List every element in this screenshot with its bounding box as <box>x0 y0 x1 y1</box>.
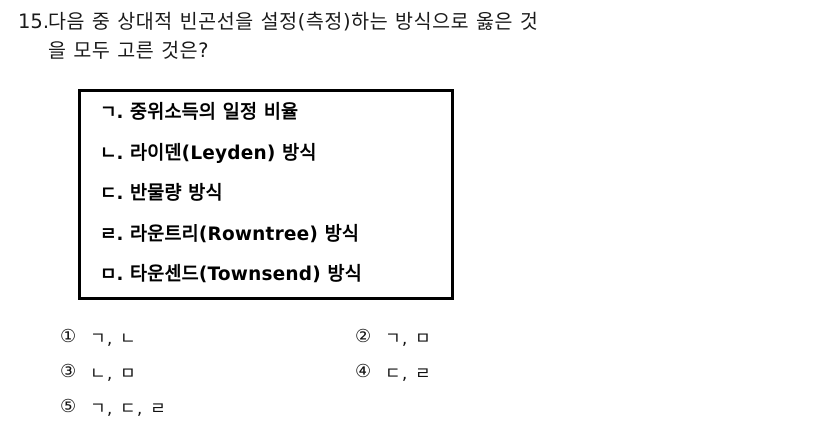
question-line-2: 을 모두 고른 것은? <box>18 36 818 65</box>
statement-text: 타운센드(Townsend) 방식 <box>130 264 362 285</box>
answer-choice-2[interactable]: ② ㄱ, ㅁ <box>355 324 432 349</box>
choice-number: ④ <box>355 361 372 382</box>
answer-choices: ① ㄱ, ㄴ ② ㄱ, ㅁ ③ ㄴ, ㅁ ④ ㄷ, ㄹ ⑤ ㄱ, ㄷ, ㄹ <box>0 318 826 438</box>
statement-text: 라이덴(Leyden) 방식 <box>130 142 317 164</box>
statement-text: 중위소득의 일정 비율 <box>130 102 299 123</box>
statement-item-2: ㄴ. 라이덴(Leyden) 방식 <box>100 139 447 180</box>
question-stem: 15.다음 중 상대적 빈곤선을 설정(측정)하는 방식으로 옳은 것 을 모두… <box>18 7 818 65</box>
statement-text: 라운트리(Rowntree) 방식 <box>130 223 360 245</box>
choice-number: ⑤ <box>60 396 77 417</box>
choice-number: ① <box>60 326 77 347</box>
answer-choice-5[interactable]: ⑤ ㄱ, ㄷ, ㄹ <box>60 394 167 419</box>
choice-number: ② <box>355 326 372 347</box>
statement-text: 반물량 방식 <box>130 183 223 204</box>
statement-item-5: ㅁ. 타운센드(Townsend) 방식 <box>100 260 447 301</box>
statement-marker: ㄹ. <box>100 223 124 245</box>
statement-marker: ㄱ. <box>100 102 124 123</box>
answer-choice-3[interactable]: ③ ㄴ, ㅁ <box>60 359 137 384</box>
statement-item-4: ㄹ. 라운트리(Rowntree) 방식 <box>100 220 447 261</box>
statement-item-1: ㄱ. 중위소득의 일정 비율 <box>100 98 447 139</box>
question-text-line-1: 다음 중 상대적 빈곤선을 설정(측정)하는 방식으로 옳은 것 <box>48 10 539 33</box>
choice-text: ㄱ, ㅁ <box>385 329 432 349</box>
choice-text: ㄷ, ㄹ <box>385 364 432 384</box>
statement-marker: ㄷ. <box>100 183 124 204</box>
answer-choice-1[interactable]: ① ㄱ, ㄴ <box>60 324 137 349</box>
question-text-line-2: 을 모두 고른 것은? <box>48 39 210 62</box>
statement-list: ㄱ. 중위소득의 일정 비율 ㄴ. 라이덴(Leyden) 방식 ㄷ. 반물량 … <box>100 98 447 301</box>
choice-text: ㄴ, ㅁ <box>90 364 137 384</box>
answer-choice-4[interactable]: ④ ㄷ, ㄹ <box>355 359 432 384</box>
statement-marker: ㅁ. <box>100 264 124 285</box>
choice-text: ㄱ, ㄷ, ㄹ <box>90 399 167 419</box>
statement-item-3: ㄷ. 반물량 방식 <box>100 179 447 220</box>
choice-number: ③ <box>60 361 77 382</box>
statement-box: ㄱ. 중위소득의 일정 비율 ㄴ. 라이덴(Leyden) 방식 ㄷ. 반물량 … <box>78 89 454 300</box>
question-number: 15. <box>18 10 50 33</box>
question-line-1: 15.다음 중 상대적 빈곤선을 설정(측정)하는 방식으로 옳은 것 <box>18 7 818 36</box>
choice-text: ㄱ, ㄴ <box>90 329 137 349</box>
statement-marker: ㄴ. <box>100 142 124 164</box>
